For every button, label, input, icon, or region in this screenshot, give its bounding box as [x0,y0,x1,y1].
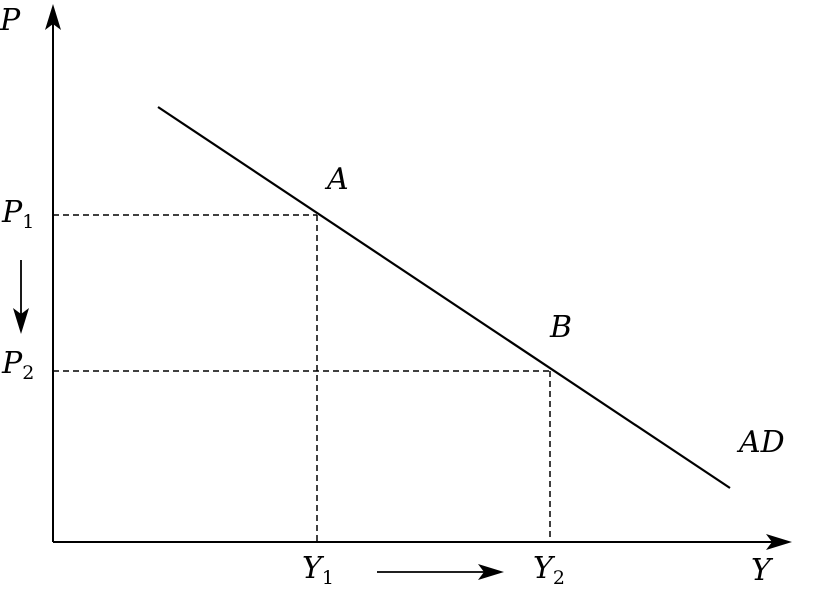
x-axis-arrowhead [766,534,792,550]
ad-curve-label: AD [736,425,785,460]
output-increase-arrowhead [478,564,504,580]
p1-label-base: P [1,195,23,230]
ad-curve [157,106,731,489]
p1-label-subscript: 1 [22,211,34,233]
y2-label-subscript: 2 [553,567,565,589]
y1-label: Y1 [302,551,334,589]
x-axis-label: Y [751,553,774,588]
p2-label-base: P [1,346,23,381]
point-a-label: A [324,162,349,197]
p2-label: P2 [1,346,34,384]
price-decrease-arrowhead [13,308,29,334]
point-b-label: B [549,310,572,345]
y-axis-arrowhead [45,4,61,30]
y1-label-base: Y [302,551,325,586]
y-axis-label: P [0,3,21,38]
y1-label-subscript: 1 [322,567,334,589]
y2-label-base: Y [533,551,556,586]
y2-label: Y2 [533,551,565,589]
p1-label: P1 [1,195,34,233]
p2-label-subscript: 2 [22,362,34,384]
